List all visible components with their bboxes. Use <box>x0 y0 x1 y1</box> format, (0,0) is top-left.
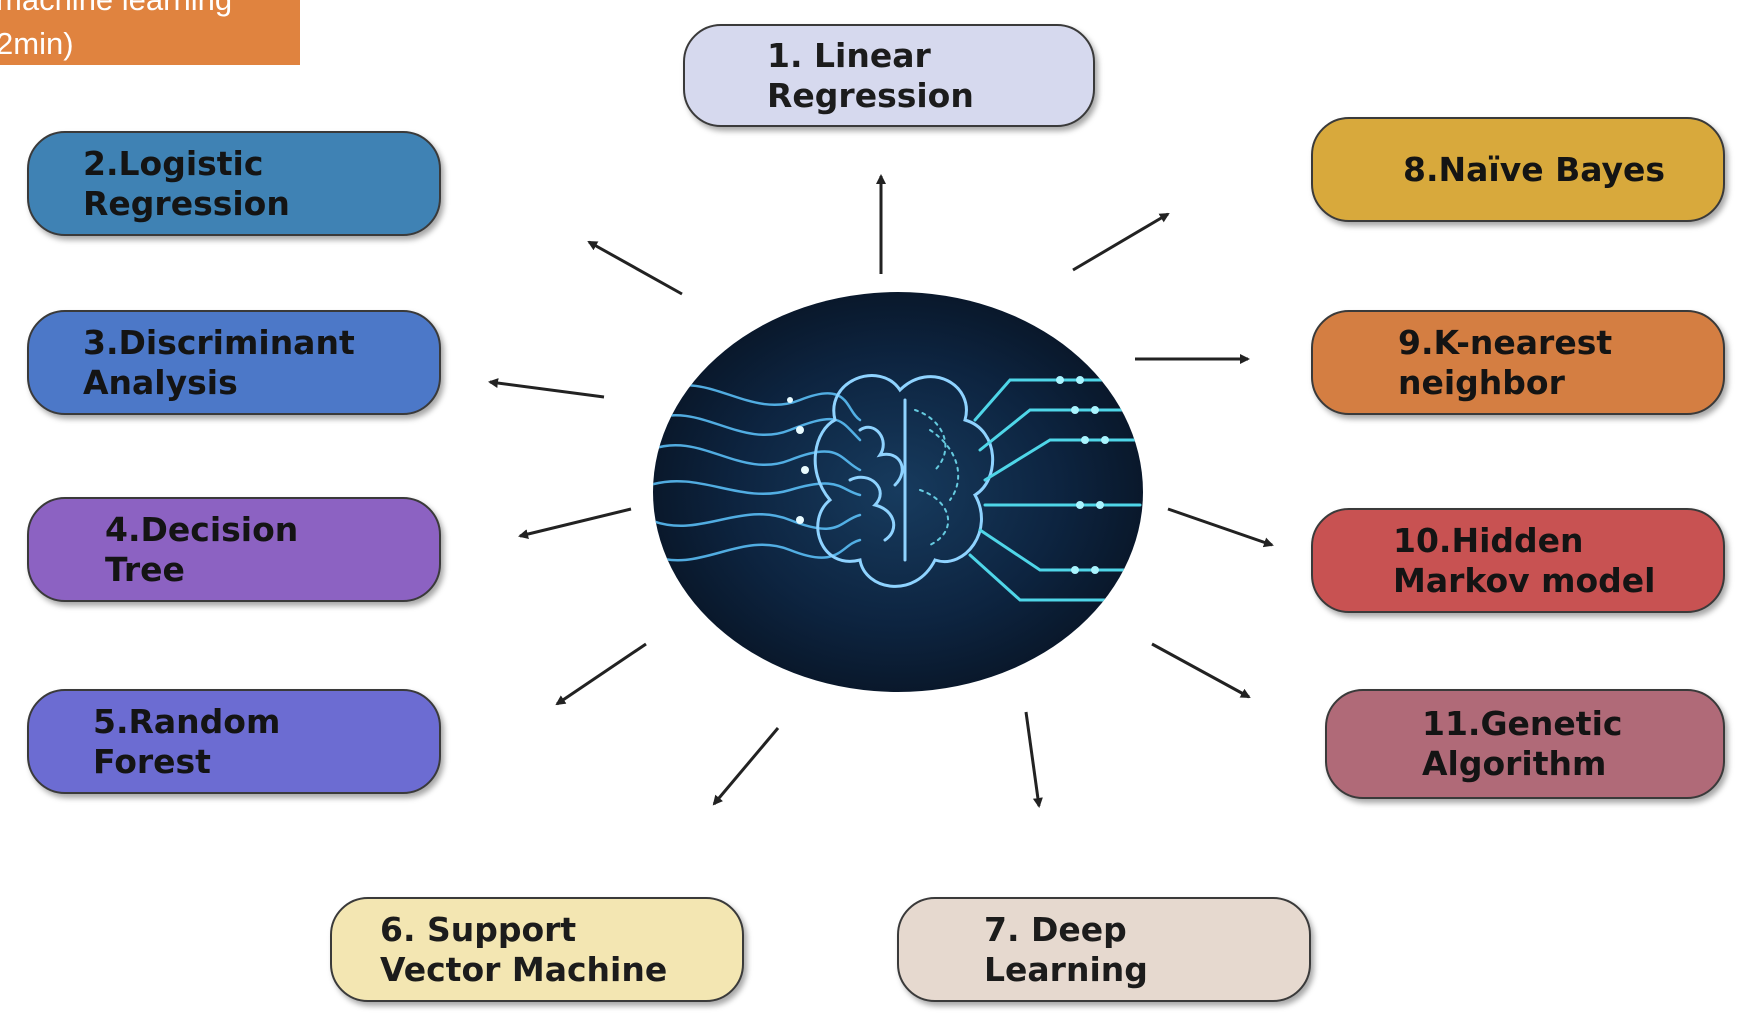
corner-tag-line1: machine learning <box>0 0 232 22</box>
box-line2: Regression <box>83 183 290 223</box>
decision-tree-box: 4.Decision Tree <box>27 497 441 602</box>
box-line2: Algorithm <box>1422 744 1607 783</box>
deep-learning-box: 7. Deep Learning <box>897 897 1311 1002</box>
box-line2: Learning <box>984 949 1148 989</box>
box-line1: 7. Deep <box>984 909 1127 949</box>
box-line1: 11.Genetic <box>1422 704 1623 743</box>
arrow-to-logistic-regression <box>587 240 683 296</box>
box-line2: Forest <box>93 741 211 781</box>
box-line2: Analysis <box>83 362 238 402</box>
arrow-to-discriminant-analysis <box>488 378 605 399</box>
genetic-algorithm-box: 11.Genetic Algorithm <box>1325 689 1725 799</box>
box-line1: 5.Random <box>93 701 281 741</box>
arrow-to-genetic-algorithm <box>1151 642 1251 699</box>
box-line1: 6. Support <box>380 909 577 949</box>
arrow-to-naive-bayes <box>1072 212 1170 272</box>
arrow-to-decision-tree <box>518 507 632 539</box>
box-line2: Markov model <box>1393 560 1656 600</box>
discriminant-analysis-box: 3.Discriminant Analysis <box>27 310 441 415</box>
box-line1: 8.Naïve Bayes <box>1403 149 1666 189</box>
arrow-to-support-vector-machine <box>712 727 780 806</box>
box-line1: 10.Hidden <box>1393 520 1584 560</box>
box-line2: neighbor <box>1398 362 1565 402</box>
random-forest-box: 5.Random Forest <box>27 689 441 794</box>
box-line2: Vector Machine <box>380 949 668 989</box>
arrow-to-random-forest <box>555 642 647 706</box>
arrow-to-hidden-markov-model <box>1167 507 1274 548</box>
logistic-regression-box: 2.Logistic Regression <box>27 131 441 236</box>
box-line2: Regression <box>767 75 974 115</box>
box-line1: 2.Logistic <box>83 143 264 183</box>
box-line1: 3.Discriminant <box>83 322 355 362</box>
corner-tag: machine learning 2min) <box>0 0 300 65</box>
support-vector-machine-box: 6. Support Vector Machine <box>330 897 744 1002</box>
k-nearest-neighbor-box: 9.K-nearest neighbor <box>1311 310 1725 415</box>
box-line1: 4.Decision <box>105 509 299 549</box>
arrow-to-deep-learning <box>1024 711 1043 808</box>
linear-regression-box: 1. Linear Regression <box>683 24 1095 127</box>
brain-circuit-icon <box>653 292 1143 692</box>
box-line1: 1. Linear <box>767 35 931 75</box>
box-line2: Tree <box>105 549 185 589</box>
naive-bayes-box: 8.Naïve Bayes <box>1311 117 1725 222</box>
box-line1: 9.K-nearest <box>1398 322 1613 362</box>
corner-tag-line2: 2min) <box>0 26 74 61</box>
hidden-markov-model-box: 10.Hidden Markov model <box>1311 508 1725 613</box>
